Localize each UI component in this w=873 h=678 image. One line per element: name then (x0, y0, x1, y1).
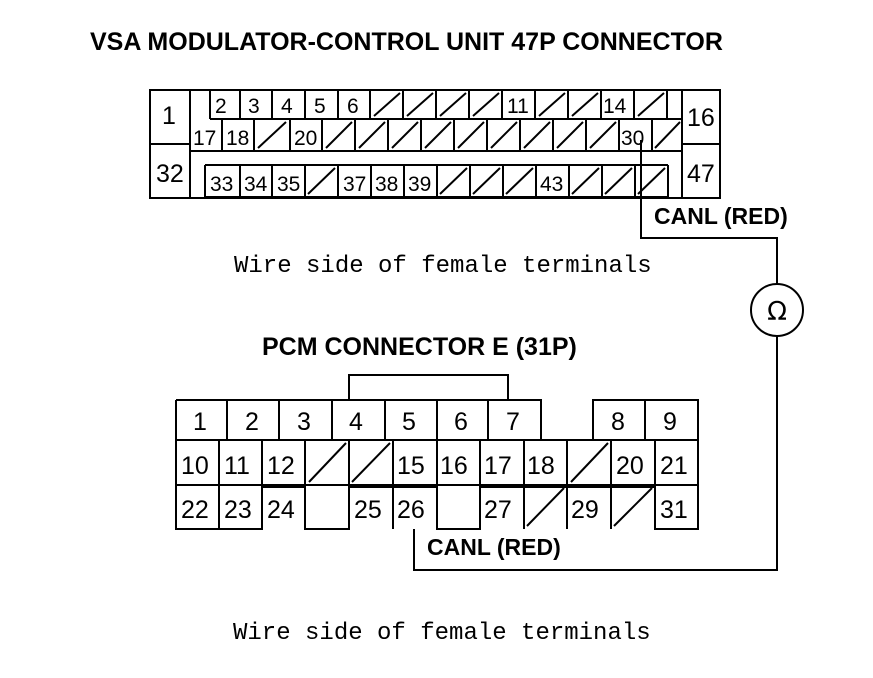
vsa-pin-labels: 1 2 3 4 5 6 11 14 16 17 18 20 30 32 33 3… (156, 95, 715, 196)
vsa-pin-6: 6 (347, 95, 359, 118)
vsa-pin-32: 32 (156, 160, 184, 188)
vsa-pin-34: 34 (244, 173, 268, 196)
vsa-pin-14: 14 (603, 95, 627, 118)
ohm-symbol: Ω (767, 297, 787, 327)
vsa-pin-18: 18 (226, 127, 249, 150)
vsa-pin-37: 37 (343, 173, 366, 196)
pcm-probe-wire (413, 336, 778, 571)
vsa-probe-wire (640, 140, 778, 285)
pcm-caption: Wire side of female terminals (233, 620, 651, 647)
pcm-pin-9: 9 (663, 408, 677, 436)
pcm-pin-12: 12 (267, 452, 295, 480)
pcm-pin-31: 31 (660, 496, 688, 524)
vsa-pin-5: 5 (314, 95, 326, 118)
pcm-pin-labels: 1 2 3 4 5 6 7 8 9 10 11 12 15 16 17 18 2… (181, 408, 688, 524)
pcm-pin-17: 17 (484, 452, 512, 480)
pcm-pin-21: 21 (660, 452, 688, 480)
vsa-pin-4: 4 (281, 95, 293, 118)
vsa-connector-title: VSA MODULATOR-CONTROL UNIT 47P CONNECTOR (90, 28, 723, 56)
vsa-pin-38: 38 (375, 173, 398, 196)
ohmmeter-icon (750, 283, 804, 337)
pcm-pin-27: 27 (484, 496, 512, 524)
vsa-pin-20: 20 (294, 127, 317, 150)
pcm-pin-8: 8 (611, 408, 625, 436)
pcm-pin-1: 1 (193, 408, 207, 436)
pcm-pin-7: 7 (506, 408, 520, 436)
pcm-connector-title: PCM CONNECTOR E (31P) (262, 333, 577, 361)
vsa-wire-label: CANL (RED) (654, 203, 788, 229)
pcm-pin-4: 4 (349, 408, 363, 436)
pcm-pin-2: 2 (245, 408, 259, 436)
pcm-pin-10: 10 (181, 452, 209, 480)
vsa-pin-33: 33 (210, 173, 233, 196)
vsa-pin-17: 17 (193, 127, 216, 150)
pcm-pin-24: 24 (267, 496, 295, 524)
pcm-pin-3: 3 (297, 408, 311, 436)
vsa-pin-1: 1 (162, 102, 176, 130)
pcm-pin-11: 11 (224, 452, 250, 480)
pcm-pin-15: 15 (397, 452, 425, 480)
vsa-pin-43: 43 (540, 173, 563, 196)
pcm-pin-29: 29 (571, 496, 599, 524)
pcm-pin-6: 6 (454, 408, 468, 436)
vsa-pin-2: 2 (215, 95, 227, 118)
pcm-pin-26: 26 (397, 496, 425, 524)
vsa-pin-30: 30 (621, 127, 644, 150)
pcm-pin-16: 16 (440, 452, 468, 480)
vsa-pin-11: 11 (507, 95, 529, 118)
pcm-wire-label: CANL (RED) (427, 534, 561, 560)
pcm-connector (175, 374, 699, 530)
vsa-caption: Wire side of female terminals (234, 253, 652, 280)
pcm-pin-18: 18 (527, 452, 555, 480)
pcm-pin-22: 22 (181, 496, 209, 524)
pcm-pin-25: 25 (354, 496, 382, 524)
vsa-pin-35: 35 (277, 173, 300, 196)
vsa-pin-47: 47 (687, 160, 715, 188)
vsa-pin-3: 3 (248, 95, 260, 118)
pcm-pin-20: 20 (616, 452, 644, 480)
vsa-pin-39: 39 (408, 173, 431, 196)
test-wiring (413, 140, 804, 571)
pcm-pin-23: 23 (224, 496, 252, 524)
vsa-pin-16: 16 (687, 104, 715, 132)
pcm-pin-5: 5 (402, 408, 416, 436)
vsa-connector (149, 89, 721, 199)
